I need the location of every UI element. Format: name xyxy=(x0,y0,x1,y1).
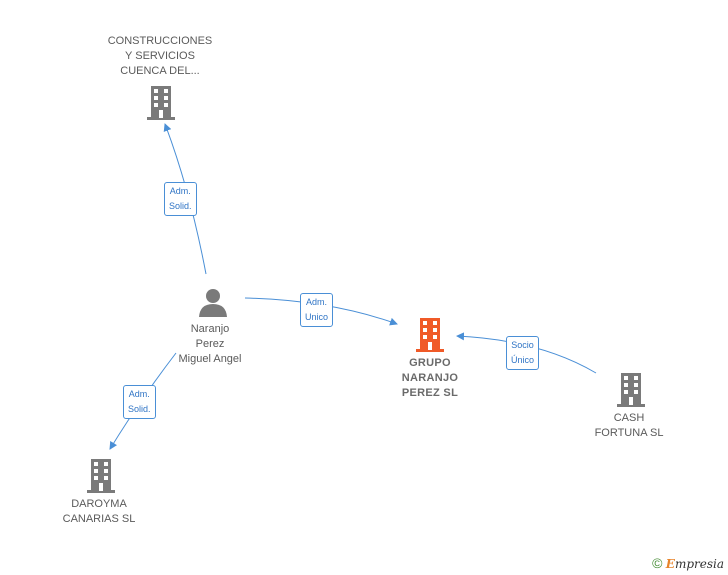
footer-brand[interactable]: © Empresia xyxy=(652,555,724,571)
edge-label-adm-solid: Adm. Solid. xyxy=(164,182,197,216)
building-icon[interactable] xyxy=(147,86,175,120)
node-label-cash[interactable]: CASH FORTUNA SL xyxy=(594,412,664,439)
node-label-daroyma[interactable]: DAROYMA CANARIAS SL xyxy=(62,498,136,525)
building-icon[interactable] xyxy=(87,459,115,493)
building-icon[interactable] xyxy=(617,373,645,407)
node-label-construcciones[interactable]: CONSTRUCCIONES Y SERVICIOS CUENCA DEL... xyxy=(107,35,213,77)
brand-logo: Empresia xyxy=(665,557,724,571)
edge-label-adm-unico: Adm. Unico xyxy=(300,293,334,327)
main-building-icon[interactable] xyxy=(416,318,444,352)
person-icon[interactable] xyxy=(198,287,228,317)
node-label-naranjo[interactable]: Naranjo Perez Miguel Angel xyxy=(178,323,242,365)
node-label-grupo[interactable]: GRUPO NARANJO PEREZ SL xyxy=(401,357,459,399)
edge-label-socio-unico: Socio Único xyxy=(506,336,540,370)
edge-label-adm-solid: Adm. Solid. xyxy=(123,385,156,419)
copyright-icon: © xyxy=(652,555,663,571)
